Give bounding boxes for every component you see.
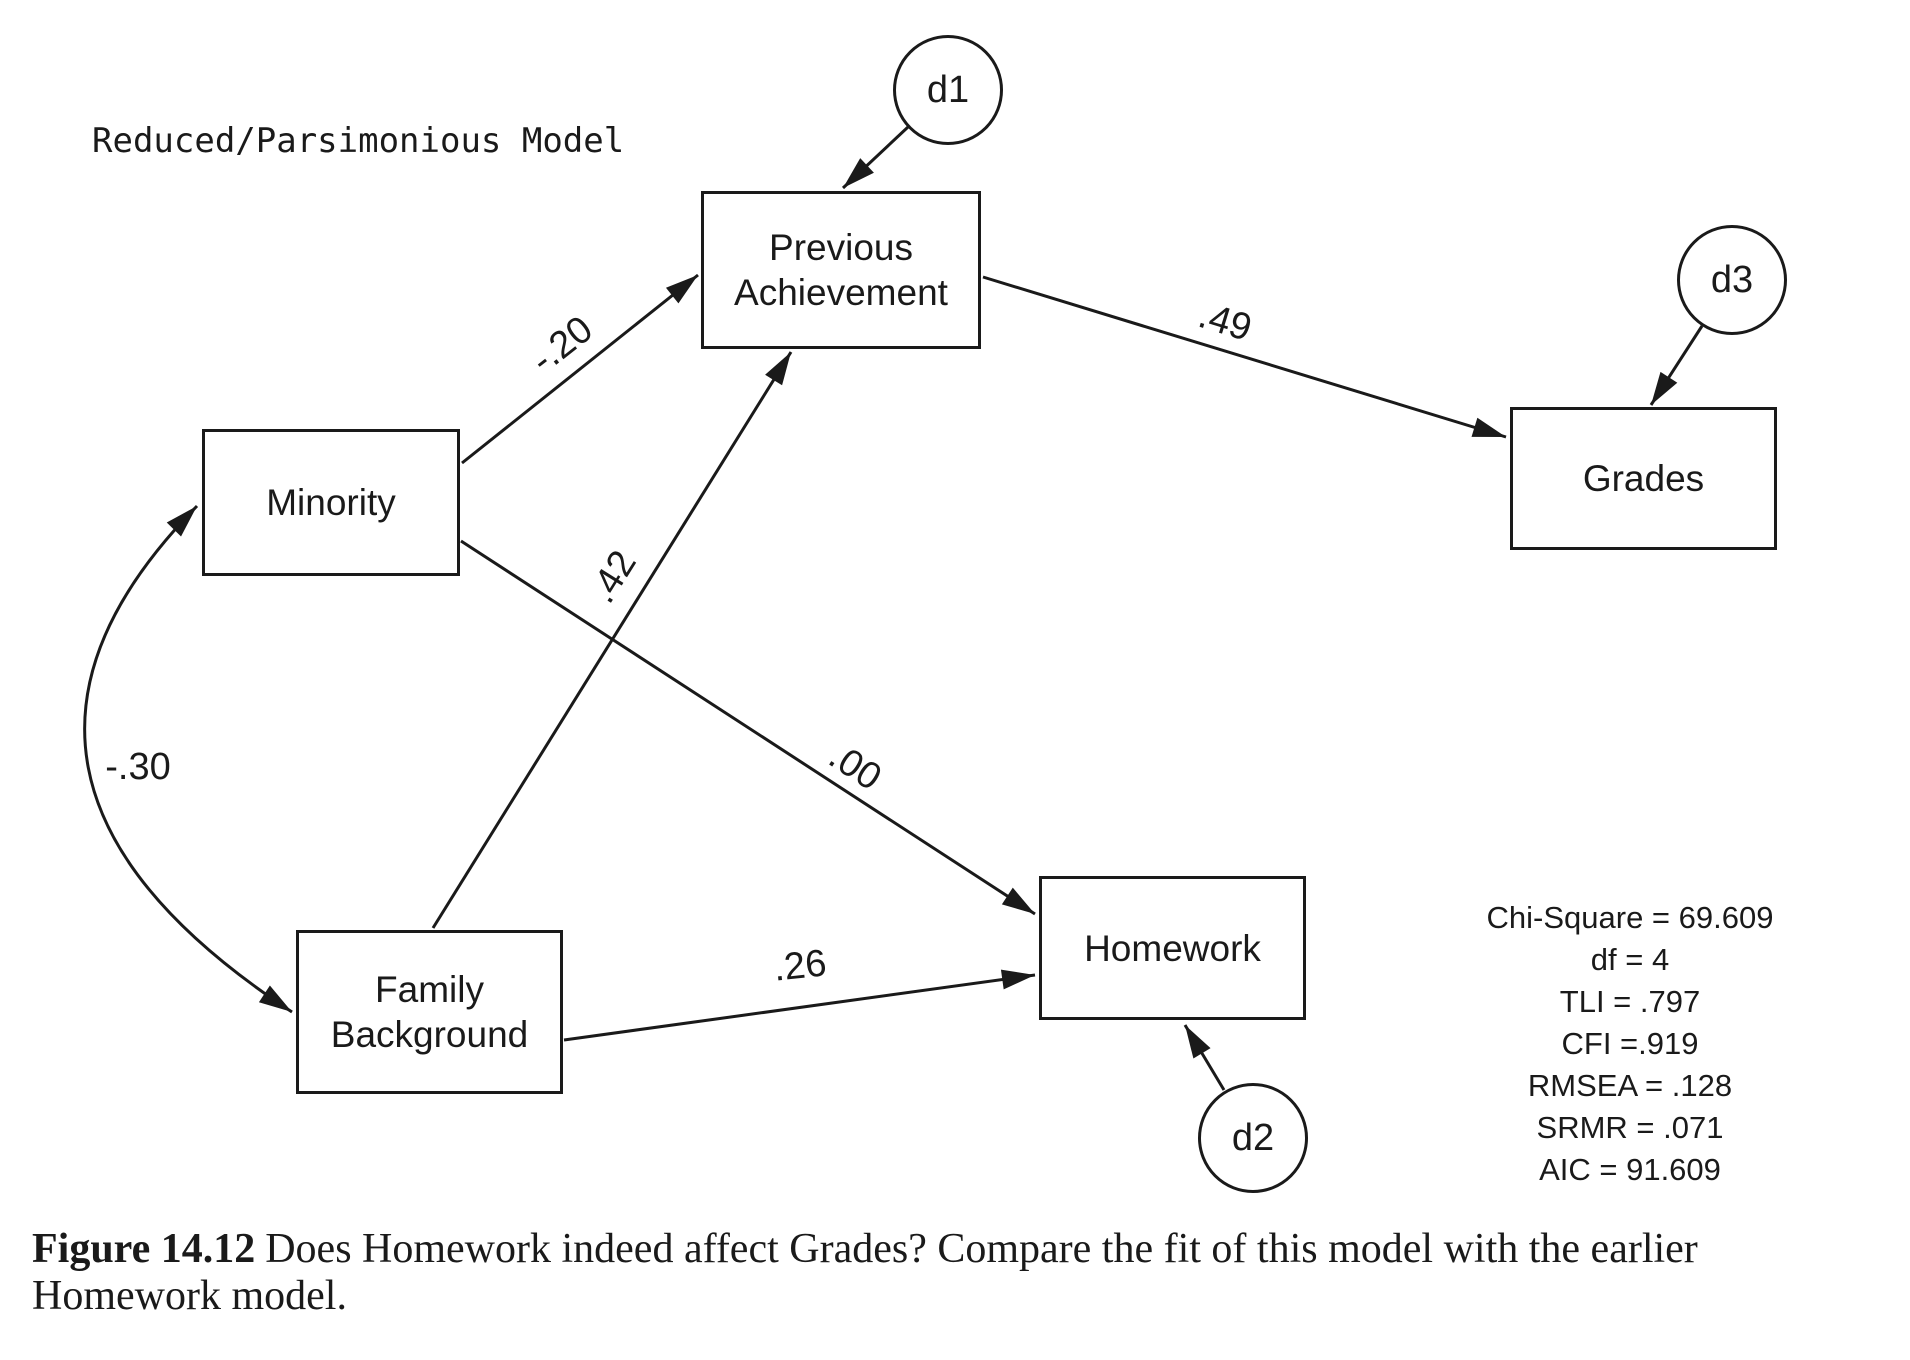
arrow-family-background-to-homework	[563, 969, 1036, 1042]
node-grades: Grades	[1510, 407, 1777, 550]
node-minority: Minority	[202, 429, 460, 576]
coefficient-family-background-homework: .26	[771, 942, 829, 990]
disturbance-circle-d2: d2	[1198, 1083, 1308, 1193]
figure-caption-text-line2: Homework model.	[32, 1273, 347, 1319]
arrow-d1-to-previous-achievement	[841, 125, 910, 190]
fit-stat-srmr: SRMR = .071	[1536, 1110, 1724, 1145]
disturbance-circle-d3: d3	[1677, 225, 1787, 335]
node-homework: Homework	[1039, 876, 1306, 1020]
node-family-background: Family Background	[296, 930, 563, 1094]
node-previous-achievement-label-line1: Previous	[769, 227, 913, 268]
coefficient-minority-family-background-covariance: -.30	[105, 746, 171, 788]
arrow-d2-to-homework	[1183, 1024, 1226, 1091]
fit-stat-aic: AIC = 91.609	[1539, 1152, 1721, 1187]
arrow-minority-to-previous-achievement	[461, 273, 699, 465]
node-family-background-label-line1: Family	[375, 969, 484, 1010]
fit-statistics-block: Chi-Square = 69.609 df = 4 TLI = .797 CF…	[1380, 897, 1880, 1191]
fit-stat-chi-square: Chi-Square = 69.609	[1486, 900, 1774, 935]
disturbance-d1-label: d1	[926, 68, 970, 111]
fit-stat-rmsea: RMSEA = .128	[1527, 1068, 1733, 1103]
node-previous-achievement-label-line2: Achievement	[734, 272, 948, 313]
node-homework-label: Homework	[1084, 927, 1261, 969]
node-previous-achievement: Previous Achievement	[701, 191, 981, 349]
node-minority-label: Minority	[266, 482, 396, 523]
covariance-arc-minority-family-background	[83, 504, 293, 1014]
arrow-d3-to-grades	[1649, 325, 1704, 406]
node-family-background-label-line2: Background	[330, 1014, 529, 1055]
figure-caption-number: Figure 14.12	[32, 1226, 256, 1272]
arrow-previous-achievement-to-grades	[982, 275, 1507, 439]
diagram-title: Reduced/Parsimonious Model	[92, 121, 625, 161]
disturbance-d2-label: d2	[1231, 1116, 1275, 1159]
disturbance-d3-label: d3	[1710, 258, 1754, 301]
fit-stat-tli: TLI = .797	[1559, 984, 1701, 1019]
node-grades-label: Grades	[1582, 458, 1705, 499]
disturbance-circle-d1: d1	[893, 35, 1003, 145]
fit-stat-cfi: CFI =.919	[1561, 1026, 1699, 1061]
fit-stat-df: df = 4	[1590, 942, 1670, 977]
figure-caption-text-line1: Does Homework indeed affect Grades? Comp…	[265, 1226, 1698, 1272]
arrow-minority-to-homework	[460, 539, 1036, 916]
